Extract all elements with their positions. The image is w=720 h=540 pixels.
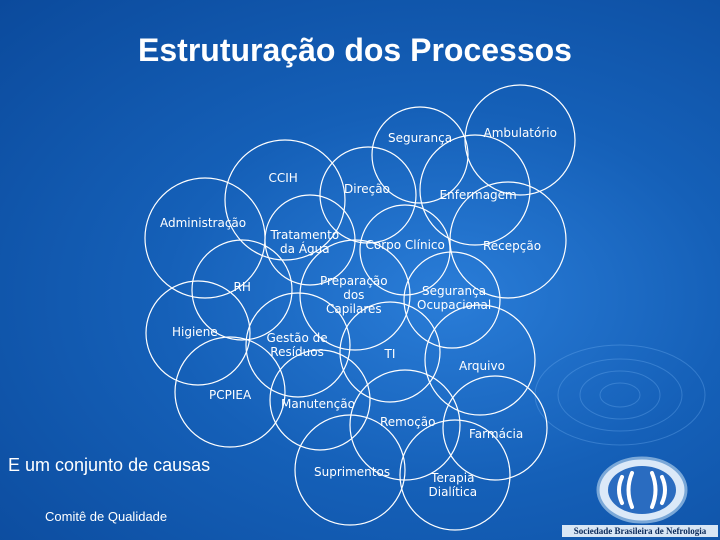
process-label-remocao: Remoção xyxy=(380,415,436,429)
process-circle-suprimentos xyxy=(294,414,406,526)
process-label-arquivo: Arquivo xyxy=(459,359,505,373)
process-circle-gestao-residuos xyxy=(245,292,351,398)
process-circle-ambulatorio xyxy=(464,84,576,196)
process-label-suprimentos: Suprimentos xyxy=(314,465,391,479)
process-label-rh: RH xyxy=(233,280,251,294)
process-label-seguranca: Segurança xyxy=(388,131,453,145)
slide-title: Estruturação dos Processos xyxy=(138,32,572,68)
process-circle-ccih xyxy=(224,139,346,261)
logo-text: Sociedade Brasileira de Nefrologia xyxy=(562,525,718,537)
process-circle-remocao xyxy=(349,369,461,481)
process-label-direcao: Direção xyxy=(344,182,390,196)
process-circle-terapia xyxy=(399,419,511,531)
process-label-ambulatorio: Ambulatório xyxy=(483,126,557,140)
footer-text: Comitê de Qualidade xyxy=(45,509,168,524)
process-circle-higiene xyxy=(145,280,251,386)
process-circle-corpo-clinico xyxy=(359,204,451,296)
process-circle-farmacia xyxy=(442,375,548,481)
process-label-corpo-clinico: Corpo Clínico xyxy=(365,238,445,252)
process-circle-ti xyxy=(339,301,441,403)
process-label-enfermagem: Enfermagem xyxy=(439,188,517,202)
process-circle-rh xyxy=(191,239,293,341)
process-circle-manutencao xyxy=(269,349,371,451)
process-label-ccih: CCIH xyxy=(268,171,298,185)
process-label-recepcao: Recepção xyxy=(483,239,542,253)
process-label-ti: TI xyxy=(384,347,396,361)
process-circle-arquivo xyxy=(424,304,536,416)
process-circle-recepcao xyxy=(449,181,567,299)
process-circle-enfermagem xyxy=(419,134,531,246)
process-circle-direcao xyxy=(319,146,417,244)
process-label-farmacia: Farmácia xyxy=(469,427,524,441)
process-label-manutencao: Manutenção xyxy=(281,397,355,411)
process-label-administracao: Administração xyxy=(160,216,247,230)
process-label-pcpiea: PCPIEA xyxy=(209,388,252,402)
process-label-higiene: Higiene xyxy=(172,325,218,339)
process-circle-seguranca-ocupacional xyxy=(403,251,501,349)
process-circle-seguranca xyxy=(371,106,469,204)
process-circle-preparacao xyxy=(299,239,411,351)
sbn-logo xyxy=(596,456,688,524)
process-circle-pcpiea xyxy=(174,336,286,448)
ripple-decoration xyxy=(534,344,706,446)
caption: E um conjunto de causas xyxy=(8,455,211,475)
